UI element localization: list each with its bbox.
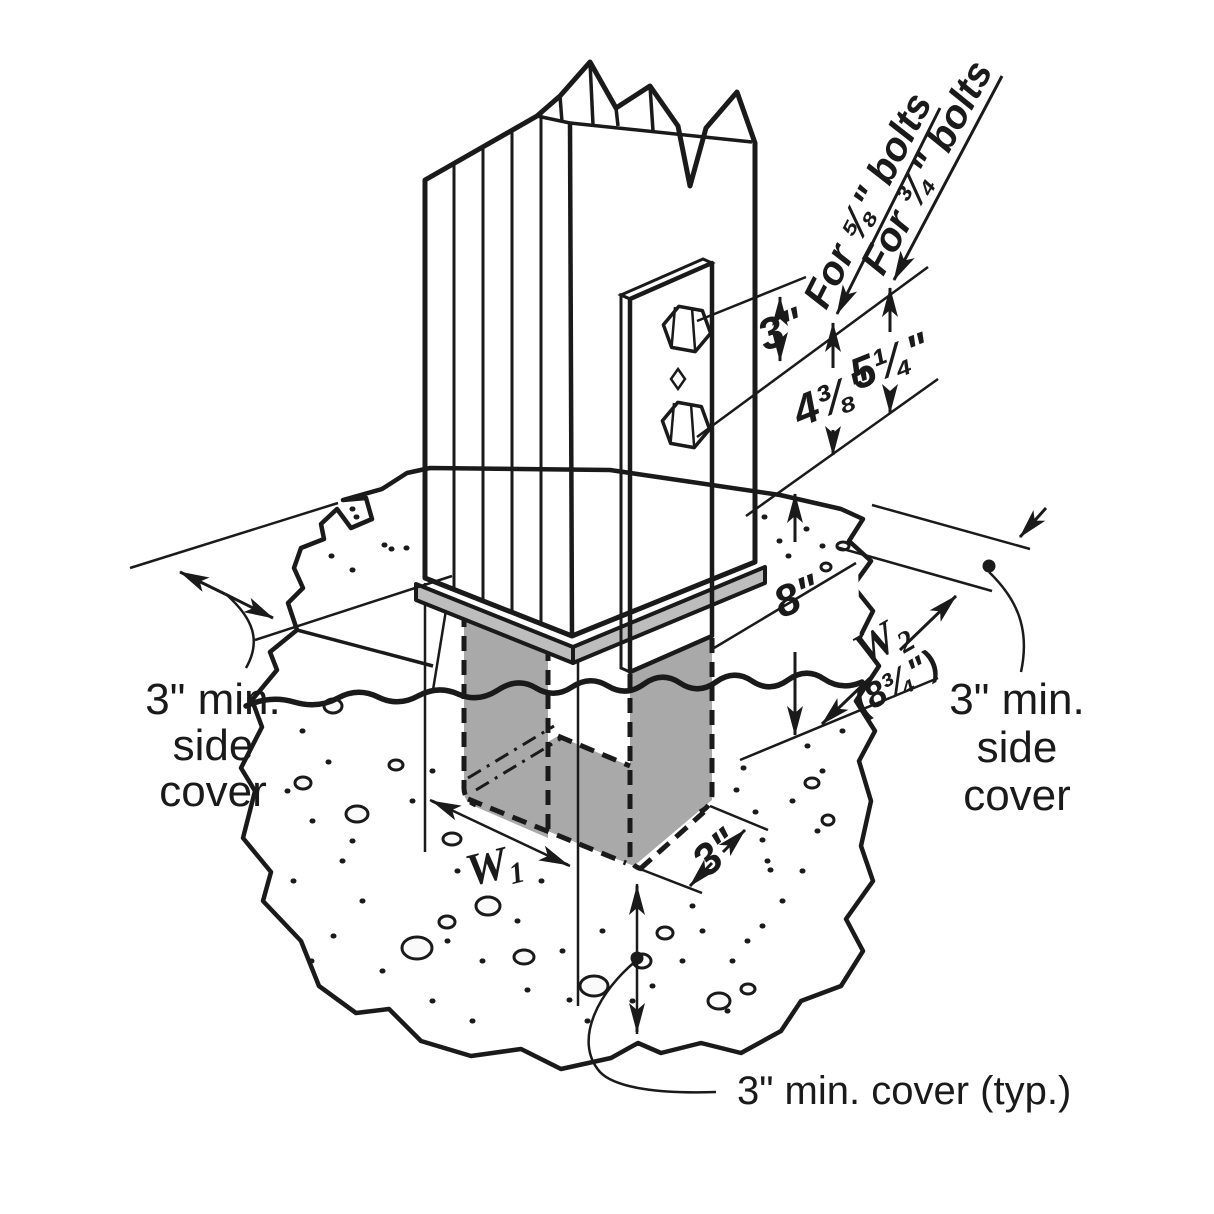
ext-cover-right-outer bbox=[871, 503, 1031, 551]
wood-post bbox=[422, 59, 758, 639]
bracket-hidden-edges bbox=[461, 612, 715, 872]
ext-strap-width-1 bbox=[639, 867, 703, 895]
u-opening-cutaway bbox=[548, 684, 630, 771]
dimension-bottom-cover: 3" min. cover (typ.) bbox=[587, 884, 1071, 1113]
post-edges bbox=[536, 61, 753, 637]
bolt-spacing-label: 3" bbox=[751, 298, 812, 361]
slab-front-right-edge bbox=[713, 561, 857, 650]
strap-bevel-top bbox=[617, 257, 716, 301]
dimension-strap-width: 3" bbox=[683, 819, 750, 888]
dimension-bolt-spacing: 3" bbox=[751, 296, 812, 362]
diamond-hole bbox=[669, 366, 687, 392]
dimensions: 3" 4⅜" 5¼" For ⅝" bolts For ¾" bolts bbox=[129, 54, 1085, 1113]
ext-top-bolt bbox=[696, 275, 807, 323]
side-cover-right-line1: 3" min. bbox=[949, 675, 1084, 724]
hex-bolt-bottom bbox=[660, 400, 712, 450]
post-lamination-lines bbox=[452, 113, 543, 624]
embedded-bracket bbox=[461, 612, 715, 872]
strap-width-label: 3" bbox=[683, 819, 750, 886]
ext-cover-left-inner bbox=[254, 574, 453, 642]
concrete-break-line bbox=[243, 670, 865, 709]
bottom-cover-label: 3" min. cover (typ.) bbox=[737, 1069, 1071, 1113]
side-cover-right-line2: side bbox=[977, 723, 1058, 772]
slab-front-left-edge bbox=[296, 628, 434, 668]
post-body bbox=[422, 59, 758, 639]
strap-face bbox=[627, 260, 715, 675]
hex-bolt-top bbox=[661, 304, 713, 354]
ext-cover-left-outer bbox=[129, 501, 339, 570]
side-cover-left-line3: cover bbox=[159, 767, 267, 816]
concrete-body bbox=[238, 465, 882, 1072]
dimension-side-cover-right: 3" min. side cover bbox=[949, 506, 1085, 820]
w1-label: W1 bbox=[460, 833, 528, 901]
leader-dot-right bbox=[982, 559, 996, 573]
ext-cover-right-inner bbox=[835, 545, 993, 593]
cutaway-left-edge bbox=[431, 603, 449, 691]
dimension-side-cover-left: 3" min. side cover bbox=[145, 570, 281, 816]
side-cover-left-line2: side bbox=[173, 721, 254, 770]
ext-strap-width-2 bbox=[709, 804, 769, 832]
concrete-speckles bbox=[284, 506, 846, 1024]
post-front-arris bbox=[567, 122, 575, 637]
concrete-pebbles bbox=[293, 540, 851, 1011]
side-cover-left-line1: 3" min. bbox=[145, 675, 280, 724]
bolted-strap bbox=[617, 257, 716, 675]
side-cover-right-line3: cover bbox=[963, 771, 1071, 820]
ext-post-base bbox=[745, 377, 939, 518]
